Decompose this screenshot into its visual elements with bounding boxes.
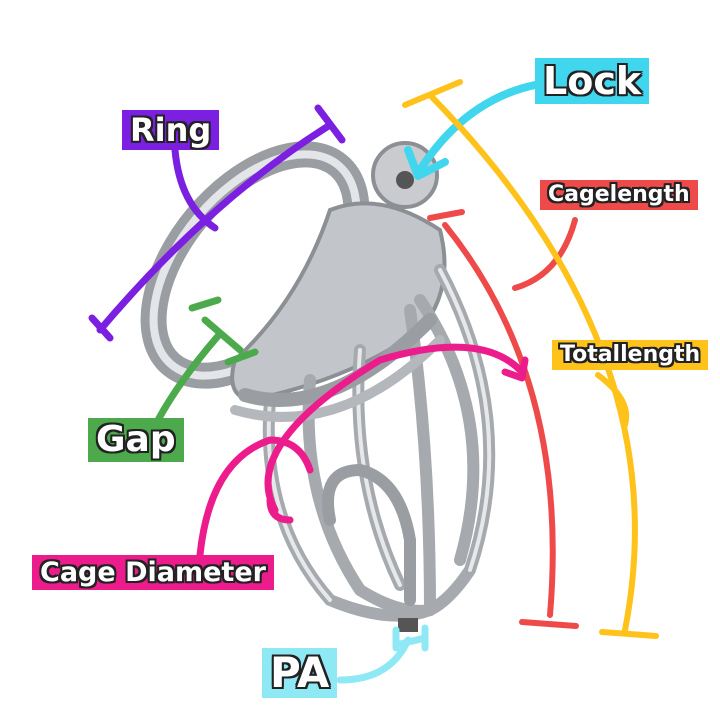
gap-marker bbox=[154, 296, 259, 424]
lock-label: Lock bbox=[535, 58, 650, 104]
device-illustration bbox=[140, 141, 496, 632]
cagelength-bracket bbox=[427, 209, 579, 629]
cagelength-label: Cagelength bbox=[540, 180, 698, 210]
cage-diameter-label: Cage Diameter bbox=[32, 555, 274, 590]
pa-arrow bbox=[336, 624, 429, 684]
pa-label: PA bbox=[262, 648, 338, 698]
lock-arrow bbox=[404, 81, 539, 180]
gap-label: Gap bbox=[88, 418, 184, 462]
totallength-label: Totallength bbox=[552, 340, 709, 370]
ring-bracket bbox=[88, 104, 346, 342]
ring-label: Ring bbox=[122, 110, 220, 150]
cage-base bbox=[230, 201, 447, 403]
cage-diameter-arrow bbox=[196, 343, 529, 559]
